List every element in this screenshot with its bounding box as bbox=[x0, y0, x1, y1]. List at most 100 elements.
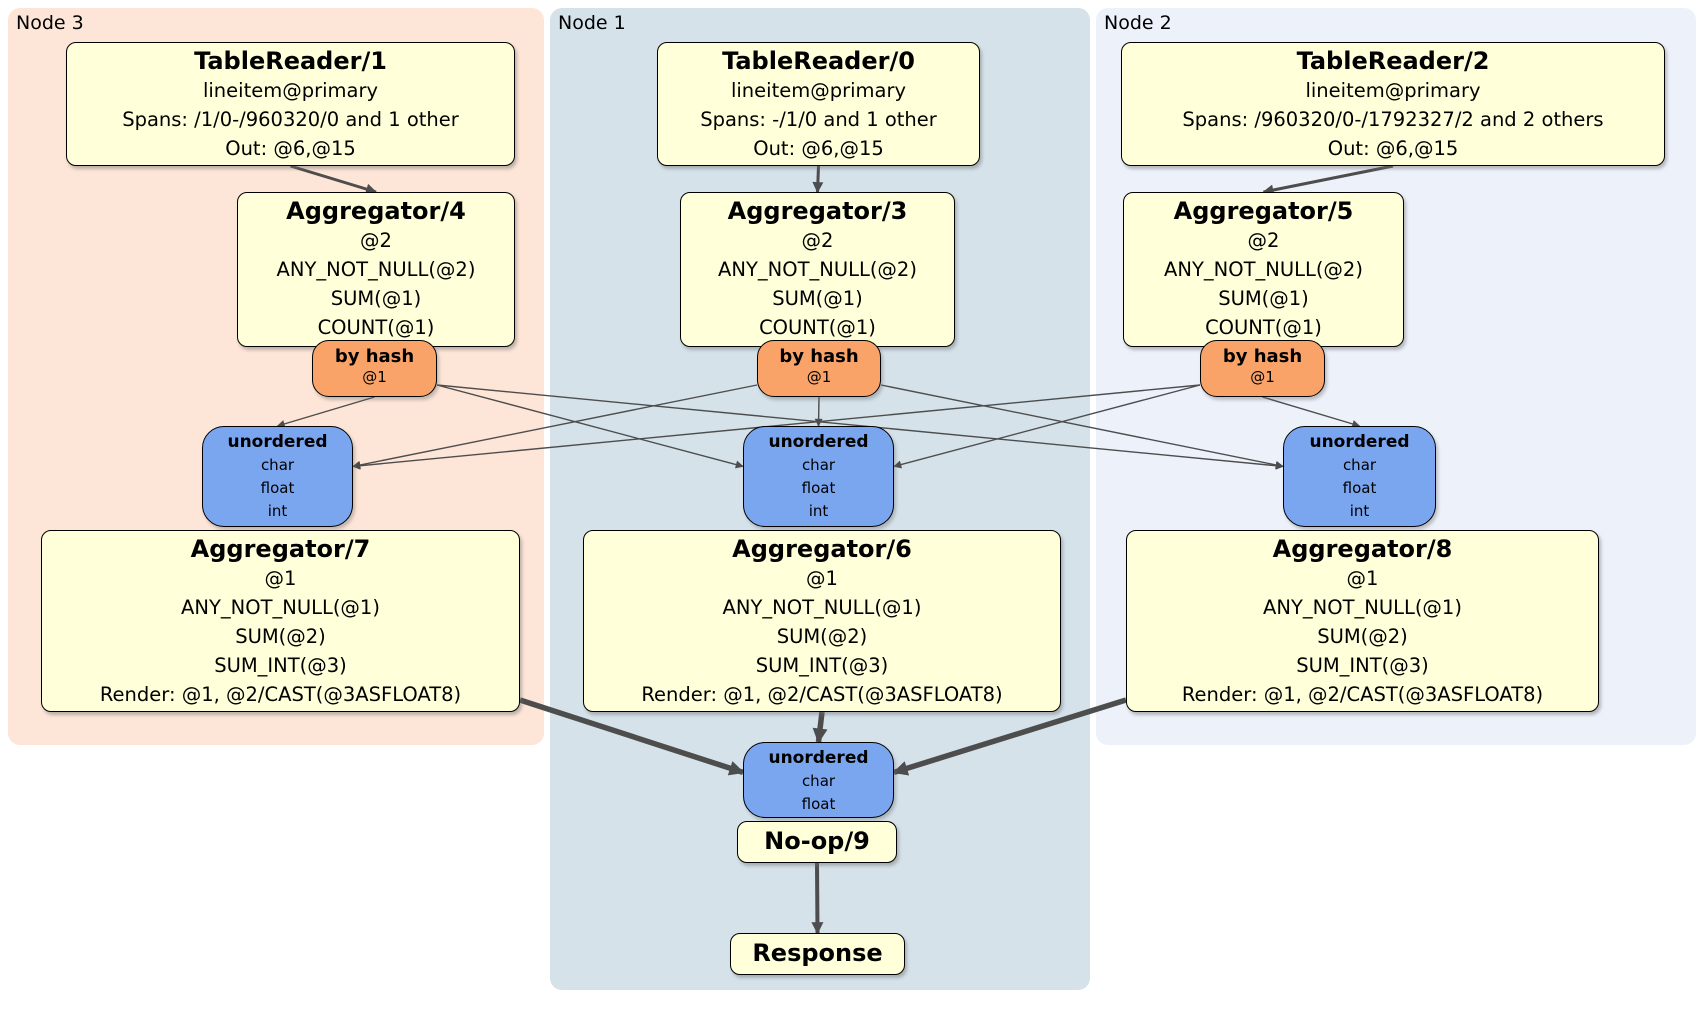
router-by-hash-node1: by hash @1 bbox=[757, 340, 881, 397]
node-detail-line: Out: @6,@15 bbox=[1327, 137, 1459, 160]
edge-hash2-to-u2 bbox=[1262, 396, 1361, 428]
node-detail-line: @2 bbox=[360, 229, 392, 252]
edge-tr0-to-agg3 bbox=[812, 165, 824, 194]
node-title: Aggregator/8 bbox=[1272, 535, 1453, 563]
edge-hash3-to-u3 bbox=[276, 396, 375, 428]
router-title: by hash bbox=[1222, 346, 1303, 367]
router-title: by hash bbox=[334, 346, 415, 367]
sync-column-type: char bbox=[1342, 456, 1377, 474]
sync-column-type: char bbox=[801, 772, 836, 790]
node-detail-line: Spans: -/1/0 and 1 other bbox=[700, 108, 937, 131]
node-tablereader-1: TableReader/1 lineitem@primary Spans: /1… bbox=[66, 42, 515, 166]
panel-node2-label: Node 2 bbox=[1104, 12, 1172, 34]
edge-agg8-to-ub bbox=[892, 697, 1127, 776]
edge-hash2-to-u3 bbox=[352, 384, 1201, 470]
node-detail-line: lineitem@primary bbox=[730, 79, 907, 102]
sync-title: unordered bbox=[768, 432, 869, 452]
sync-unordered-node3: unordered char float int bbox=[202, 426, 353, 527]
sync-unordered-final: unordered char float bbox=[743, 742, 894, 818]
router-by-hash-node2: by hash @1 bbox=[1200, 340, 1325, 397]
node-aggregator-5: Aggregator/5 @2 ANY_NOT_NULL(@2) SUM(@1)… bbox=[1123, 192, 1404, 347]
router-key: @1 bbox=[1250, 368, 1275, 386]
node-title: No-op/9 bbox=[764, 827, 870, 855]
node-detail-line: @1 bbox=[806, 567, 838, 590]
node-detail-line: ANY_NOT_NULL(@1) bbox=[1263, 596, 1462, 619]
node-detail-line: COUNT(@1) bbox=[317, 316, 435, 339]
node-title: TableReader/0 bbox=[722, 47, 915, 75]
edge-hash3-to-u2 bbox=[436, 384, 1284, 470]
panel-node3-label: Node 3 bbox=[16, 12, 84, 34]
node-detail-line: @2 bbox=[801, 229, 834, 252]
node-detail-line: @1 bbox=[1346, 567, 1379, 590]
router-key: @1 bbox=[806, 368, 832, 386]
node-detail-line: SUM(@2) bbox=[235, 625, 326, 648]
edge-tr2-to-agg5 bbox=[1262, 164, 1394, 196]
edge-agg6-to-ub bbox=[812, 711, 828, 744]
node-aggregator-7: Aggregator/7 @1 ANY_NOT_NULL(@1) SUM(@2)… bbox=[41, 530, 520, 712]
node-detail-line: SUM_INT(@3) bbox=[1296, 654, 1429, 677]
edge-hash2-to-u1 bbox=[893, 384, 1201, 469]
node-response: Response bbox=[730, 933, 905, 975]
node-detail-line: Out: @6,@15 bbox=[753, 137, 884, 160]
sync-column-type: int bbox=[267, 502, 288, 520]
edge-hash1-to-u3 bbox=[352, 384, 758, 469]
node-detail-line: Spans: /960320/0-/1792327/2 and 2 others bbox=[1182, 108, 1604, 131]
node-detail-line: Render: @1, @2/CAST(@3ASFLOAT8) bbox=[641, 683, 1003, 706]
node-title: Aggregator/7 bbox=[190, 535, 371, 563]
sync-column-type: int bbox=[808, 502, 829, 520]
sync-unordered-node2: unordered char float int bbox=[1283, 426, 1436, 527]
sync-title: unordered bbox=[1309, 432, 1410, 452]
node-detail-line: ANY_NOT_NULL(@1) bbox=[722, 596, 922, 619]
node-title: TableReader/2 bbox=[1296, 47, 1490, 75]
node-noop-9: No-op/9 bbox=[737, 821, 897, 863]
node-title: Aggregator/4 bbox=[286, 197, 466, 225]
edge-hash3-to-u1 bbox=[436, 384, 744, 469]
node-detail-line: ANY_NOT_NULL(@2) bbox=[718, 258, 917, 281]
node-detail-line: SUM_INT(@3) bbox=[755, 654, 889, 677]
node-detail-line: COUNT(@1) bbox=[1205, 316, 1322, 339]
sync-unordered-node1: unordered char float int bbox=[743, 426, 894, 527]
node-detail-line: COUNT(@1) bbox=[759, 316, 876, 339]
sync-column-type: char bbox=[801, 456, 836, 474]
node-tablereader-0: TableReader/0 lineitem@primary Spans: -/… bbox=[657, 42, 980, 166]
node-aggregator-4: Aggregator/4 @2 ANY_NOT_NULL(@2) SUM(@1)… bbox=[237, 192, 515, 347]
edge-noop-to-resp bbox=[811, 862, 824, 935]
node-detail-line: SUM_INT(@3) bbox=[214, 654, 347, 677]
node-detail-line: SUM(@1) bbox=[1218, 287, 1309, 310]
node-detail-line: SUM(@2) bbox=[776, 625, 868, 648]
sync-title: unordered bbox=[768, 748, 869, 768]
sync-column-type: float bbox=[801, 795, 836, 813]
node-title: Aggregator/5 bbox=[1173, 197, 1354, 225]
node-detail-line: @2 bbox=[1247, 229, 1280, 252]
router-by-hash-node3: by hash @1 bbox=[312, 340, 437, 397]
sync-title: unordered bbox=[227, 432, 328, 452]
node-detail-line: ANY_NOT_NULL(@2) bbox=[1164, 258, 1363, 281]
node-detail-line: SUM(@2) bbox=[1317, 625, 1408, 648]
sync-column-type: float bbox=[1342, 479, 1377, 497]
node-title: TableReader/1 bbox=[194, 47, 387, 75]
node-detail-line: @1 bbox=[264, 567, 297, 590]
router-key: @1 bbox=[362, 368, 387, 386]
node-detail-line: ANY_NOT_NULL(@2) bbox=[276, 258, 476, 281]
node-detail-line: Render: @1, @2/CAST(@3ASFLOAT8) bbox=[99, 683, 462, 706]
sync-column-type: int bbox=[1349, 502, 1370, 520]
edge-hash1-to-u2 bbox=[880, 384, 1284, 469]
sync-column-type: float bbox=[260, 479, 295, 497]
node-detail-line: lineitem@primary bbox=[1305, 79, 1481, 102]
node-detail-line: lineitem@primary bbox=[202, 79, 379, 102]
router-title: by hash bbox=[779, 346, 859, 367]
node-detail-line: Out: @6,@15 bbox=[225, 137, 356, 160]
node-aggregator-3: Aggregator/3 @2 ANY_NOT_NULL(@2) SUM(@1)… bbox=[680, 192, 955, 347]
node-detail-line: ANY_NOT_NULL(@1) bbox=[181, 596, 380, 619]
edge-agg7-to-ub bbox=[519, 697, 745, 776]
node-title: Aggregator/6 bbox=[732, 535, 912, 563]
node-aggregator-8: Aggregator/8 @1 ANY_NOT_NULL(@1) SUM(@2)… bbox=[1126, 530, 1599, 712]
node-detail-line: Spans: /1/0-/960320/0 and 1 other bbox=[122, 108, 459, 131]
node-tablereader-2: TableReader/2 lineitem@primary Spans: /9… bbox=[1121, 42, 1665, 166]
node-aggregator-6: Aggregator/6 @1 ANY_NOT_NULL(@1) SUM(@2)… bbox=[583, 530, 1061, 712]
sync-column-type: float bbox=[801, 479, 836, 497]
node-detail-line: Render: @1, @2/CAST(@3ASFLOAT8) bbox=[1181, 683, 1544, 706]
node-title: Aggregator/3 bbox=[727, 197, 908, 225]
